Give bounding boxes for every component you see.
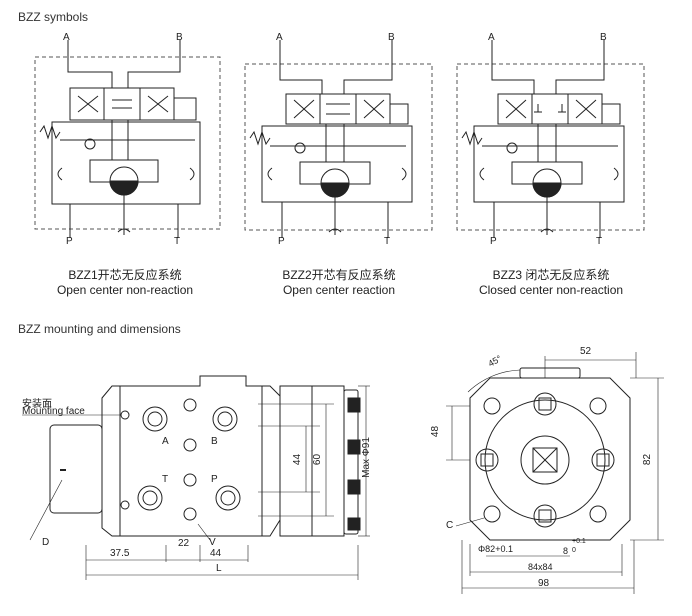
schematic1-port-b: B [176,32,183,43]
side-dim-44-bottom: 44 [210,548,222,559]
mounting-face-label-en: Mounting face [22,406,85,417]
front-dim-phi: Φ82+0.1 [478,544,513,554]
schematic1-caption: BZZ1开芯无反应系统 Open center non-reaction [20,268,230,298]
schematic1-port-t: T [174,236,181,247]
side-port-b: B [211,436,218,447]
side-port-a: A [162,436,169,447]
side-view-drawing [22,375,370,580]
front-dim-82: 82 [642,453,654,466]
schematic1-caption-cn: BZZ1开芯无反应系统 [68,268,182,282]
side-dim-max: Max Φ91 [360,437,372,478]
schematic-bzz2 [244,40,433,238]
schematic2-caption: BZZ2开芯有反应系统 Open center reaction [234,268,444,298]
side-dim-l: L [216,563,222,574]
front-dim-98: 98 [538,578,550,589]
schematic3-caption: BZZ3 闭芯无反应系统 Closed center non-reaction [446,268,656,298]
schematic3-port-t: T [596,236,603,247]
schematic2-port-b: B [388,32,395,43]
side-dim-22: 22 [178,538,190,549]
schematic1-caption-en: Open center non-reaction [56,283,194,297]
side-dim-44: 44 [292,453,304,466]
schematic2-caption-en: Open center reaction [282,283,396,297]
front-dim-48: 48 [430,425,442,438]
mounting-face-label-cn: 安装面 [22,399,52,410]
schematic1-port-a: A [63,32,70,43]
schematic3-port-a: A [488,32,495,43]
side-label-d: D [42,537,50,548]
front-dim-52: 52 [580,346,592,357]
schematic3-port-b: B [600,32,607,43]
mounting-section-title: BZZ mounting and dimensions [18,322,181,336]
schematic1-port-p: P [66,236,73,247]
schematic3-caption-en: Closed center non-reaction [478,283,624,297]
schematic3-port-p: P [490,236,497,247]
schematic2-caption-cn: BZZ2开芯有反应系统 [282,268,396,282]
side-port-p: P [211,474,218,485]
front-dim-8-tol-zero: 0 [572,547,576,554]
symbols-section-title: BZZ symbols [18,10,89,24]
schematic2-port-p: P [278,236,285,247]
side-port-t: T [162,474,169,485]
front-view-drawing [446,352,664,594]
schematic2-port-t: T [384,236,391,247]
front-dim-84: 84x84 [528,562,553,572]
side-dim-60: 60 [312,453,324,466]
front-dim-8: 8 [563,546,569,556]
side-label-v: V [209,537,216,548]
front-label-c: C [446,520,454,531]
side-dim-37-5: 37.5 [110,548,130,559]
schematic-bzz1 [34,40,221,238]
schematic-bzz3 [456,40,645,238]
schematic3-caption-cn: BZZ3 闭芯无反应系统 [492,268,610,282]
schematic2-port-a: A [276,32,283,43]
front-dim-8-tol: +0.1 [572,538,586,545]
